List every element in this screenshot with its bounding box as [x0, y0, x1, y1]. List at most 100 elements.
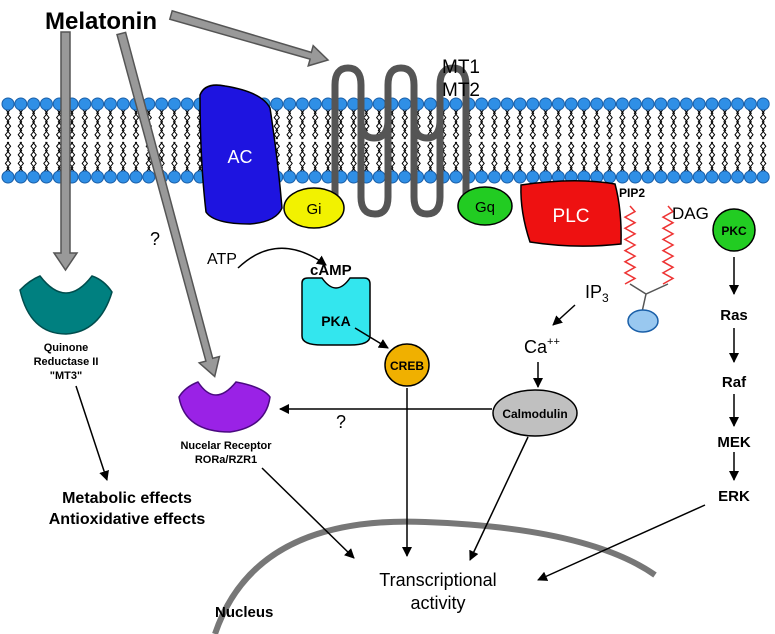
- mek-label: MEK: [717, 434, 751, 451]
- lipid-head: [526, 170, 540, 184]
- lipid-head: [603, 170, 617, 184]
- pip2-headgroup: [627, 309, 659, 333]
- lipid-tail: [108, 108, 114, 140]
- lipid-head: [705, 97, 719, 111]
- lipid-head: [14, 170, 28, 184]
- mt-receptor-inner: [357, 119, 444, 142]
- quinone-label-line2: Reductase II: [34, 356, 99, 368]
- lipid-head: [654, 170, 668, 184]
- lipid-tail: [70, 108, 76, 140]
- lipid-head: [475, 97, 489, 111]
- lipid-tail: [620, 108, 626, 140]
- pkc-protein: [712, 208, 756, 252]
- lipid-tail: [275, 108, 281, 140]
- mt2-label: MT2: [442, 80, 480, 101]
- lipid-tail: [134, 141, 140, 173]
- lipid-head: [577, 97, 591, 111]
- lipid-tail: [83, 108, 89, 140]
- lipid-tail: [364, 141, 370, 173]
- atp-to-camp-arrow: [237, 247, 327, 269]
- phospholipase-c: [520, 180, 622, 247]
- gq-protein: [457, 186, 513, 226]
- lipid-tail: [608, 108, 613, 140]
- ca-main: Ca: [524, 337, 548, 357]
- lipid-head: [641, 97, 655, 111]
- lipid-head: [590, 97, 604, 111]
- lipid-tail: [352, 141, 357, 173]
- lipid-tail: [32, 108, 37, 140]
- lipid-head: [167, 97, 181, 111]
- lipid-tail: [556, 108, 562, 140]
- lipid-head: [103, 97, 117, 111]
- lipid-tail: [633, 141, 639, 173]
- lipid-head: [27, 97, 41, 111]
- lipid-tail: [748, 141, 754, 173]
- gq-label: Gq: [475, 199, 495, 216]
- lipid-head: [155, 97, 169, 111]
- lipid-head: [756, 97, 770, 111]
- lipid-head: [39, 97, 53, 111]
- lipid-tail: [659, 108, 665, 140]
- lipid-head: [398, 170, 412, 184]
- lipid-tail: [492, 108, 498, 140]
- lipid-head: [615, 97, 629, 111]
- nuclear-receptor-to-transcription-arrow: [261, 467, 355, 559]
- lipid-tail: [172, 108, 178, 140]
- adenylate-cyclase: [199, 84, 283, 225]
- pip2-label: PIP2: [619, 186, 645, 200]
- lipid-head: [526, 97, 540, 111]
- question-mark-lower: ?: [336, 412, 346, 432]
- lipid-tail: [454, 108, 460, 140]
- lipid-tail: [480, 108, 485, 140]
- melatonin-arrows: [52, 9, 330, 378]
- ac-label: AC: [227, 147, 252, 167]
- lipid-tail: [313, 108, 319, 140]
- lipid-tail: [646, 141, 652, 173]
- lipid-head: [142, 170, 156, 184]
- melatonin-to-nuclear-receptor-arrow: [116, 31, 221, 378]
- camp-label: cAMP: [310, 262, 352, 279]
- lipid-tail: [134, 108, 140, 140]
- lipid-tail: [684, 141, 690, 173]
- ip3-main: IP: [585, 282, 602, 302]
- lipid-head: [731, 97, 745, 111]
- lipid-tail: [96, 141, 101, 173]
- transcriptional-activity-label-line2: activity: [410, 593, 465, 613]
- lipid-head: [679, 170, 693, 184]
- lipid-tail: [185, 141, 191, 173]
- lipid-tail: [403, 108, 409, 140]
- lipid-head: [743, 170, 757, 184]
- lipid-head: [692, 97, 706, 111]
- ca-label: Ca++: [524, 336, 560, 357]
- nucleus-envelope: [212, 518, 657, 634]
- nuclear-receptor: [178, 381, 271, 433]
- melatonin-to-quinone-arrow: [52, 31, 79, 272]
- ip3-to-ca-arrow: [552, 304, 576, 326]
- lipid-tail: [710, 141, 716, 173]
- lipid-head: [308, 170, 322, 184]
- lipid-head: [308, 97, 322, 111]
- lipid-tail: [160, 108, 165, 140]
- lipid-head: [103, 170, 117, 184]
- lipid-tail: [710, 108, 716, 140]
- lipid-head: [628, 97, 642, 111]
- lipid-head: [731, 170, 745, 184]
- lipid-tail: [544, 141, 549, 173]
- lipid-tail: [518, 108, 524, 140]
- lipid-tail: [83, 141, 89, 173]
- lipid-tail: [19, 141, 25, 173]
- lipid-head: [1, 97, 15, 111]
- lipid-tail: [697, 108, 703, 140]
- lipid-tail: [582, 141, 588, 173]
- lipid-head: [654, 97, 668, 111]
- lipid-head: [513, 97, 527, 111]
- lipid-tail: [313, 141, 319, 173]
- quinone-label-line3: "MT3": [50, 370, 82, 382]
- creb-label: CREB: [390, 359, 424, 373]
- lipid-tail: [326, 141, 332, 173]
- lipid-tail: [44, 108, 50, 140]
- lipid-tail: [352, 108, 357, 140]
- question-mark-upper: ?: [150, 229, 160, 249]
- lipid-tail: [403, 141, 409, 173]
